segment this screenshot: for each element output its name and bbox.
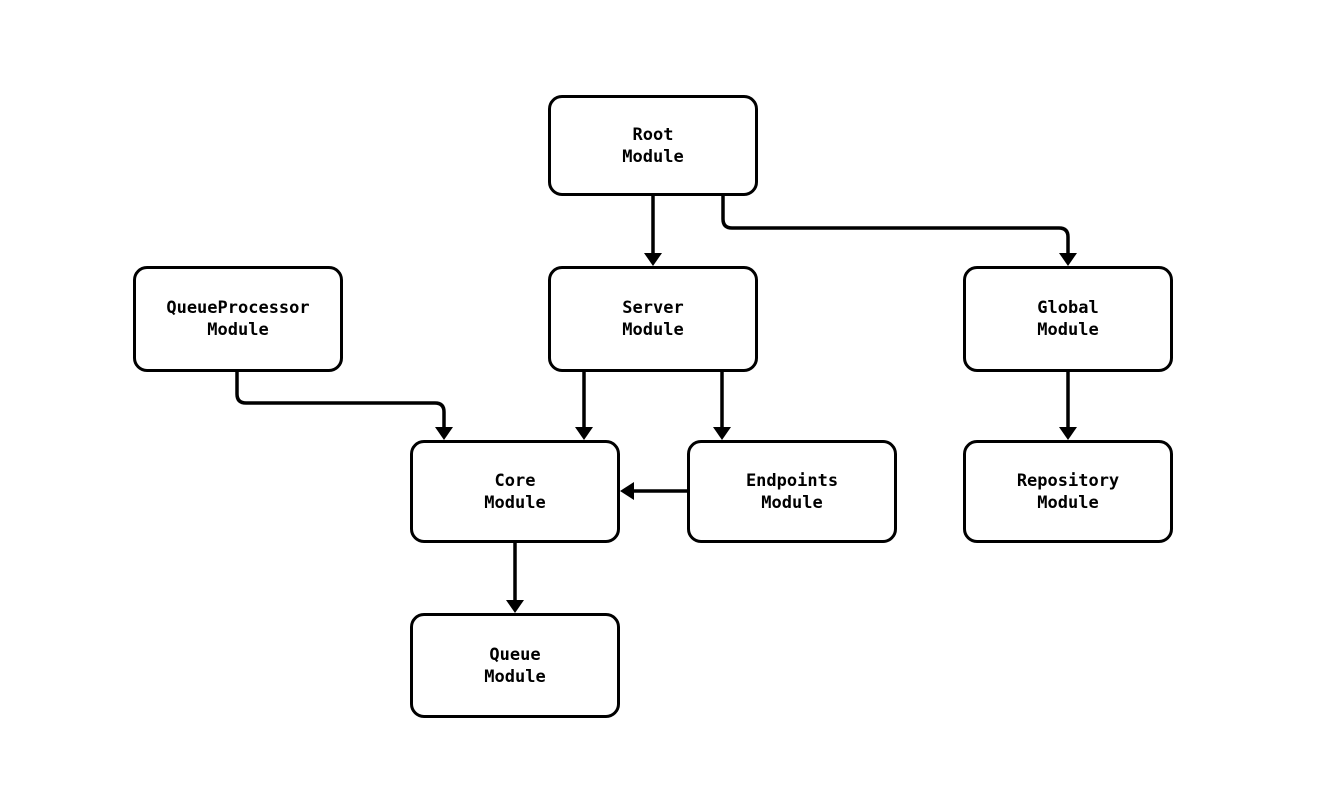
node-label-line2: Module: [207, 320, 269, 340]
node-label-line1: Global: [1037, 298, 1099, 318]
node-queueprocessor-module[interactable]: QueueProcessor Module: [133, 266, 343, 372]
node-server-module[interactable]: Server Module: [548, 266, 758, 372]
node-core-module[interactable]: Core Module: [410, 440, 620, 543]
node-label-line1: Root: [632, 124, 674, 145]
node-label-line2: Module: [761, 492, 823, 513]
node-label-line2: Module: [484, 492, 546, 513]
node-label-line1: Queue: [489, 644, 541, 665]
node-endpoints-module[interactable]: Endpoints Module: [687, 440, 897, 543]
edge-server-to-core-head: [575, 427, 593, 440]
node-label-line1: Server: [622, 298, 684, 318]
node-label-line1: Core: [494, 470, 536, 491]
node-label-line2: Module: [622, 320, 684, 340]
node-root-module[interactable]: Root Module: [548, 95, 758, 196]
node-label-line2: Module: [1037, 320, 1099, 340]
edge-root-to-global-head: [1059, 253, 1077, 266]
node-label-line2: Module: [1037, 492, 1099, 513]
node-repository-module[interactable]: Repository Module: [963, 440, 1173, 543]
node-label-line1: QueueProcessor: [166, 298, 310, 318]
node-global-module[interactable]: Global Module: [963, 266, 1173, 372]
edge-server-to-endpoints-head: [713, 427, 731, 440]
node-label-line1: Endpoints: [745, 470, 839, 491]
node-label-line2: Module: [622, 146, 684, 167]
edge-core-to-queue-head: [506, 600, 524, 613]
edge-global-to-repository-head: [1059, 427, 1077, 440]
node-label-line2: Module: [484, 666, 546, 687]
edge-root-to-server-head: [644, 253, 662, 266]
node-label-line1: Repository: [1016, 470, 1120, 491]
edge-queueprocessor-to-core-head: [435, 427, 453, 440]
node-queue-module[interactable]: Queue Module: [410, 613, 620, 718]
edge-endpoints-to-core-head: [620, 482, 634, 500]
edge-root-to-global: [721, 196, 1070, 253]
edge-queueprocessor-to-core: [235, 372, 446, 427]
